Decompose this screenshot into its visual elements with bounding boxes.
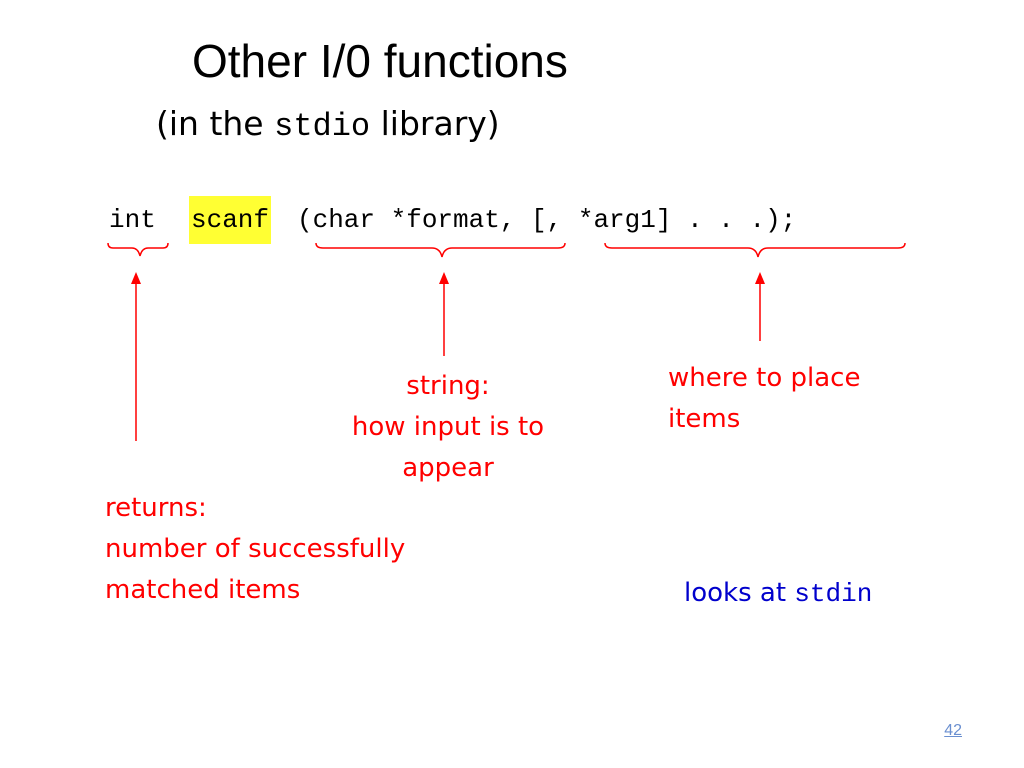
format-annotation-label: string: bbox=[406, 371, 490, 401]
format-annotation: string: how input is to appear bbox=[330, 366, 566, 489]
returns-annotation-line2: number of successfully bbox=[105, 534, 406, 564]
subtitle-suffix: library) bbox=[370, 104, 500, 143]
subtitle-code: stdio bbox=[274, 108, 371, 145]
args-annotation-line2: items bbox=[668, 404, 741, 434]
arrow-format-head bbox=[439, 272, 449, 284]
brace-return-type bbox=[107, 242, 169, 257]
slide-title: Other I/0 functions bbox=[192, 35, 568, 87]
args-annotation-line1: where to place bbox=[668, 363, 861, 393]
slide-subtitle: (in the stdio library) bbox=[156, 104, 500, 145]
returns-annotation-line1: returns: bbox=[105, 493, 207, 523]
subtitle-prefix: (in the bbox=[156, 104, 275, 143]
page-number[interactable]: 42 bbox=[944, 722, 962, 739]
stdin-note-prefix: looks at bbox=[684, 578, 795, 608]
arrow-returns-head bbox=[131, 272, 141, 284]
format-annotation-line2: how input is to bbox=[351, 412, 545, 442]
code-return-type: int bbox=[109, 205, 156, 235]
returns-annotation-line3: matched items bbox=[105, 575, 301, 605]
code-parameters: (char *format, [, *arg1] . . .); bbox=[297, 205, 797, 235]
brace-args bbox=[604, 242, 906, 258]
format-annotation-line3: appear bbox=[402, 453, 494, 483]
arrow-args-head bbox=[755, 272, 765, 284]
brace-format bbox=[315, 242, 566, 258]
stdin-note-code: stdin bbox=[794, 579, 873, 609]
args-annotation: where to place items bbox=[668, 358, 860, 440]
returns-annotation: returns: number of successfully matched … bbox=[105, 488, 405, 611]
code-function-name: scanf bbox=[189, 196, 272, 244]
stdin-note: looks at stdin bbox=[684, 578, 872, 609]
